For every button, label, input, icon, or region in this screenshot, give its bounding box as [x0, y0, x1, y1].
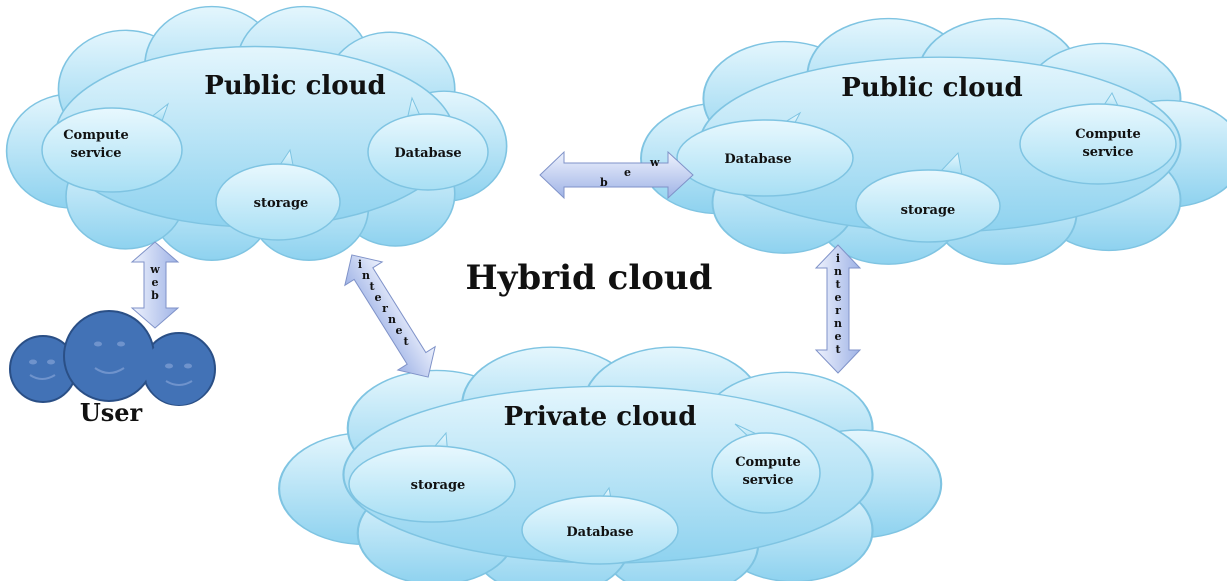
private-cloud: Private cloud storage Compute service Da…	[278, 346, 943, 581]
hybrid-cloud-label: Hybrid cloud	[466, 258, 713, 298]
compute-service-bubble: Compute service	[711, 423, 821, 514]
database-label: Database	[724, 152, 791, 167]
storage-label: storage	[254, 196, 309, 211]
private-cloud-title: Private cloud	[504, 402, 697, 432]
service-label: service	[1082, 145, 1133, 160]
database-bubble: Database	[367, 96, 489, 191]
public-cloud-right-title: Public cloud	[841, 73, 1022, 103]
public-cloud-left-title: Public cloud	[204, 71, 385, 101]
database-label: Database	[566, 525, 633, 540]
internet-arrow-left: internet	[344, 254, 436, 378]
internet-arrow-left-label: internet	[358, 258, 410, 348]
user-group-icon	[9, 310, 216, 406]
public-cloud-right: Public cloud Database Compute service st…	[640, 17, 1227, 266]
user-label: User	[80, 398, 143, 427]
compute-label: Compute	[735, 455, 801, 470]
database-label: Database	[394, 146, 461, 161]
database-bubble: Database	[676, 111, 854, 197]
compute-service-bubble: Compute service	[41, 102, 183, 193]
service-label: service	[742, 473, 793, 488]
storage-bubble: storage	[348, 431, 516, 523]
database-bubble: Database	[521, 486, 679, 565]
compute-label: Compute	[63, 128, 129, 143]
public-cloud-left: Public cloud Compute service Database st…	[5, 5, 508, 262]
storage-bubble: storage	[215, 148, 341, 241]
storage-label: storage	[411, 478, 466, 493]
compute-service-bubble: Compute service	[1019, 91, 1177, 185]
service-label: service	[70, 146, 121, 161]
storage-bubble: storage	[855, 151, 1001, 243]
storage-label: storage	[901, 203, 956, 218]
compute-label: Compute	[1075, 127, 1141, 142]
